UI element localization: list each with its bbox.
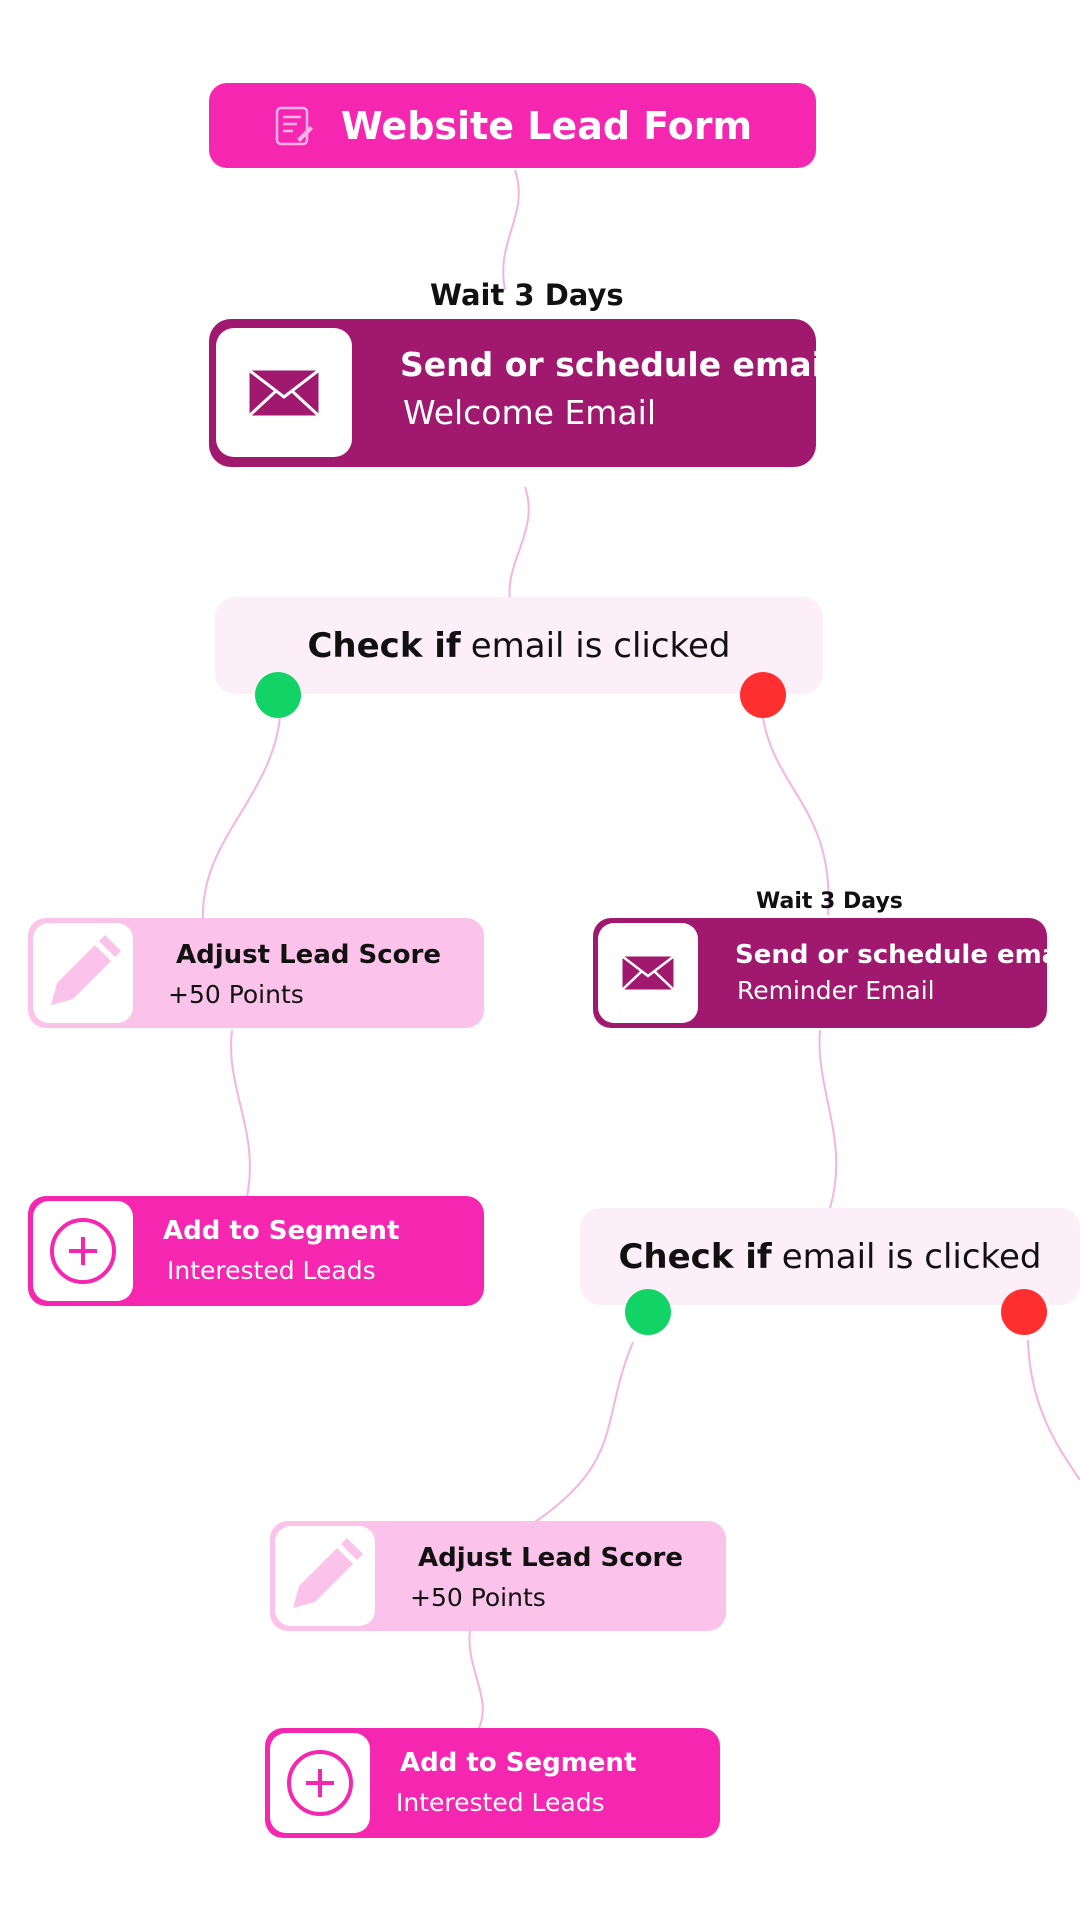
- check-condition: email is clicked: [470, 625, 731, 666]
- adjust-lead-score-subtitle: +50 Points: [410, 1583, 546, 1612]
- pencil-icon: [275, 1526, 375, 1626]
- send-reminder-email-node[interactable]: Send or schedule email Reminder Email: [593, 918, 1077, 1028]
- connector-check-yes: [201, 717, 281, 921]
- yes-branch-dot[interactable]: [255, 672, 301, 718]
- check-keyword: Check if: [618, 1236, 772, 1277]
- envelope-icon: [598, 923, 698, 1023]
- connector-check-no: [762, 717, 830, 916]
- connector-email-check: [508, 486, 530, 601]
- adjust-lead-score-node-2[interactable]: Adjust Lead Score +50 Points: [270, 1521, 726, 1631]
- wait-label-reminder: Wait 3 Days: [756, 889, 903, 914]
- adjust-lead-score-title: Adjust Lead Score: [176, 940, 441, 970]
- connector-score-segment: [230, 1029, 251, 1198]
- no-branch-dot[interactable]: [740, 672, 786, 718]
- connector-trigger-email: [502, 169, 520, 291]
- send-reminder-email-subtitle: Reminder Email: [737, 976, 935, 1005]
- send-email-subtitle: Welcome Email: [403, 393, 656, 432]
- connector-score2-segment2: [468, 1629, 484, 1733]
- add-to-segment-subtitle: Interested Leads: [167, 1256, 376, 1285]
- add-to-segment-title: Add to Segment: [400, 1748, 637, 1778]
- check-email-clicked-node[interactable]: Check if email is clicked: [215, 597, 823, 694]
- no-branch-dot[interactable]: [1001, 1289, 1047, 1335]
- send-reminder-email-title: Send or schedule email: [735, 940, 1078, 970]
- check-condition: email is clicked: [781, 1236, 1042, 1277]
- connector-check2-yes: [534, 1341, 634, 1523]
- send-email-node[interactable]: Send or schedule email Welcome Email: [209, 319, 834, 467]
- form-icon: [273, 105, 313, 147]
- add-to-segment-title: Add to Segment: [163, 1216, 400, 1246]
- pencil-icon: [33, 923, 133, 1023]
- adjust-lead-score-node[interactable]: Adjust Lead Score +50 Points: [28, 918, 484, 1028]
- plus-circle-icon: [270, 1733, 370, 1833]
- adjust-lead-score-title: Adjust Lead Score: [418, 1543, 683, 1573]
- wait-label: Wait 3 Days: [430, 278, 624, 312]
- plus-circle-icon: [33, 1201, 133, 1301]
- adjust-lead-score-subtitle: +50 Points: [168, 980, 304, 1009]
- envelope-icon: [216, 328, 352, 457]
- yes-branch-dot[interactable]: [625, 1289, 671, 1335]
- connector-check2-no: [1027, 1339, 1080, 1481]
- send-email-title: Send or schedule email: [400, 345, 835, 384]
- check-email-clicked-node-2[interactable]: Check if email is clicked: [580, 1208, 1080, 1305]
- check-keyword: Check if: [307, 625, 461, 666]
- trigger-label: Website Lead Form: [340, 103, 753, 148]
- trigger-node[interactable]: Website Lead Form: [209, 83, 816, 168]
- add-to-segment-node[interactable]: Add to Segment Interested Leads: [28, 1196, 484, 1306]
- add-to-segment-subtitle: Interested Leads: [396, 1788, 605, 1817]
- add-to-segment-node-2[interactable]: Add to Segment Interested Leads: [265, 1728, 720, 1838]
- connector-email-check2: [818, 1029, 838, 1209]
